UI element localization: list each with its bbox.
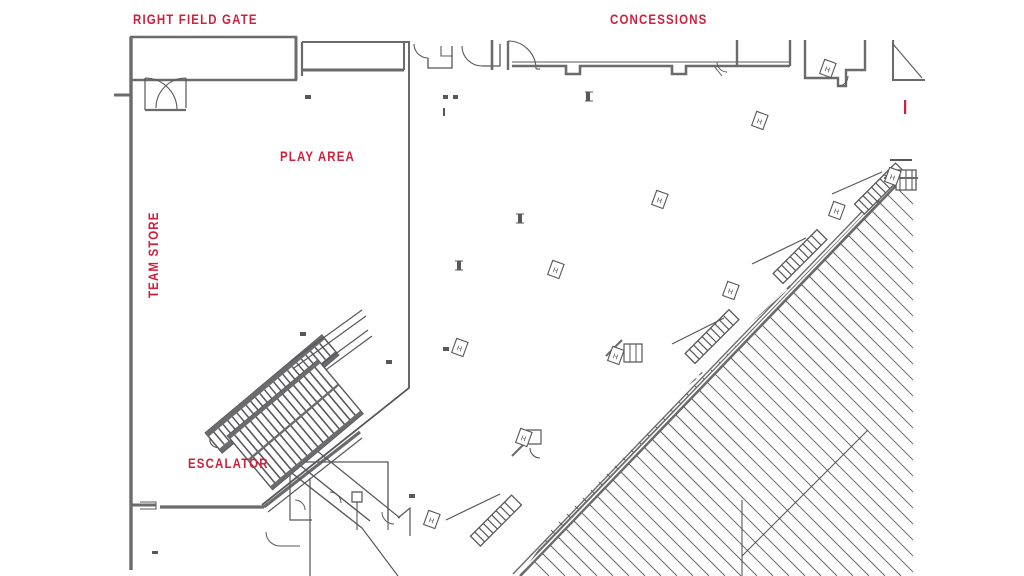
- bowl-lower-structures: [511, 339, 643, 459]
- plan-linework: H H H H H: [114, 35, 925, 576]
- vomitory-stairs: [469, 162, 907, 547]
- north-niche-a: [413, 43, 453, 69]
- svg-text:H: H: [823, 65, 831, 74]
- north-niche-b: [461, 44, 501, 67]
- svg-text:H: H: [726, 287, 734, 296]
- svg-text:H: H: [519, 434, 527, 443]
- svg-text:H: H: [755, 117, 763, 126]
- label-team-store: TEAM STORE: [145, 211, 161, 298]
- seating-bowl: [445, 159, 918, 576]
- svg-text:H: H: [655, 196, 663, 205]
- north-door-a: [490, 40, 540, 70]
- north-room-right: [803, 40, 867, 88]
- label-right-field-gate: RIGHT FIELD GATE: [133, 11, 258, 27]
- svg-text:H: H: [455, 344, 463, 353]
- stair-bank: [226, 358, 364, 491]
- bowl-top-boxes: [884, 159, 918, 191]
- svg-text:H: H: [611, 352, 619, 361]
- bench-symbols: [455, 91, 593, 271]
- svg-text:H: H: [427, 516, 435, 525]
- label-concessions: CONCESSIONS: [610, 11, 708, 27]
- svg-text:H: H: [888, 173, 896, 182]
- southwest-walls: [131, 430, 411, 576]
- double-door-swing: [144, 77, 187, 112]
- label-play-area: PLAY AREA: [280, 148, 355, 164]
- north-wall-group: [114, 35, 925, 570]
- svg-text:H: H: [832, 207, 840, 216]
- concourse-boundary: [261, 120, 410, 506]
- furniture-ticks: [152, 92, 590, 554]
- red-tick-marker: [904, 100, 907, 114]
- north-stair-symbol: [892, 40, 925, 81]
- svg-text:H: H: [551, 266, 559, 275]
- label-escalator: ESCALATOR: [188, 455, 269, 471]
- column-symbols: H H H H H: [422, 58, 902, 530]
